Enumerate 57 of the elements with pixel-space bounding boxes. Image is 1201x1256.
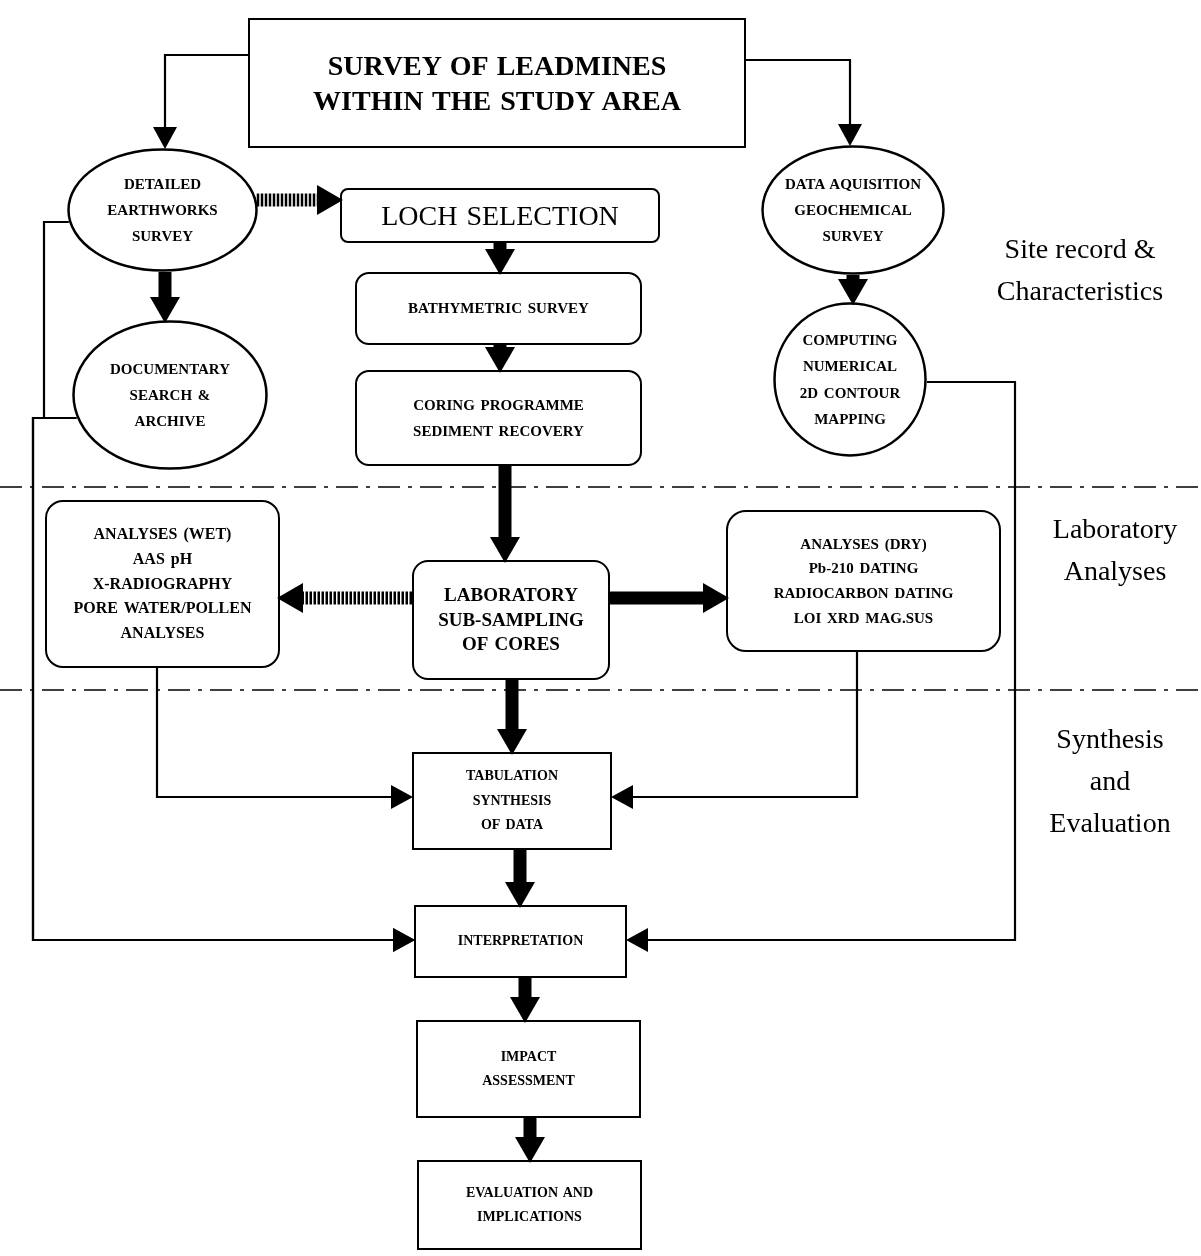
node-label: DOCUMENTARY SEARCH & ARCHIVE (109, 359, 231, 432)
process-ellipse (773, 302, 927, 457)
arrow (153, 53, 248, 149)
node-label: EVALUATION AND IMPLICATIONS (464, 1183, 595, 1226)
node-label: ANALYSES (DRY) (800, 534, 927, 554)
process-ellipse (72, 320, 268, 470)
node-label: BATHYMETRIC SURVEY (408, 299, 589, 319)
arrow (611, 652, 859, 809)
arrow (497, 680, 527, 755)
arrow (150, 272, 180, 324)
node-label: IMPACT ASSESSMENT (481, 1047, 576, 1090)
arrow (155, 668, 413, 809)
node-label: AAS pH (132, 548, 193, 570)
node-label: CORING PROGRAMME SEDIMENT RECOVERY (412, 395, 585, 441)
process-box (355, 272, 642, 345)
arrow (277, 583, 412, 613)
process-box (412, 560, 610, 680)
node-label: SURVEY OF LEADMINES WITHIN THE STUDY AREA (312, 49, 682, 118)
process-ellipse (761, 145, 945, 275)
section-label: Laboratory Analyses (1051, 512, 1179, 588)
node-label: PORE WATER/POLLEN ANALYSES (72, 598, 253, 644)
process-box (248, 18, 746, 148)
node-label: INTERPRETATION (457, 932, 584, 951)
node-label: RADIOCARBON DATING (773, 584, 954, 603)
arrow (626, 380, 1017, 952)
arrow (31, 416, 415, 952)
node-label: Pb-210 DATING (808, 559, 919, 579)
process-ellipse (67, 148, 258, 272)
arrow (485, 345, 515, 373)
node-label: COMPUTING NUMERICAL 2D CONTOUR MAPPING (798, 331, 902, 429)
arrow (510, 978, 540, 1023)
arrow (505, 850, 535, 908)
process-box (417, 1160, 642, 1250)
node-label: LABORATORY SUB-SAMPLING OF CORES (437, 582, 585, 657)
process-box (414, 905, 627, 978)
section-label: Site record & Characteristics (995, 232, 1165, 308)
arrow (838, 275, 868, 306)
node-label: TABULATION SYNTHESIS OF DATA (464, 767, 560, 835)
arrow (485, 243, 515, 275)
arrow (515, 1118, 545, 1163)
arrow (610, 583, 729, 613)
section-label: Synthesis and Evaluation (1048, 722, 1172, 840)
arrow (490, 466, 520, 563)
node-label: DETAILED EARTHWORKS SURVEY (106, 174, 219, 247)
process-box (416, 1020, 641, 1118)
arrow (256, 185, 343, 215)
node-label: ANALYSES (WET) (93, 524, 232, 545)
process-box (726, 510, 1001, 652)
node-label: X-RADIOGRAPHY (92, 573, 233, 594)
node-label: LOCH SELECTION (381, 199, 619, 233)
process-box (340, 188, 660, 243)
node-label: DATA AQUISITION GEOCHEMICAL SURVEY (783, 174, 923, 247)
process-box (355, 370, 642, 466)
process-box (412, 752, 612, 850)
process-box (45, 500, 280, 668)
arrow (746, 58, 862, 147)
node-label: LOI XRD MAG.SUS (793, 608, 934, 628)
